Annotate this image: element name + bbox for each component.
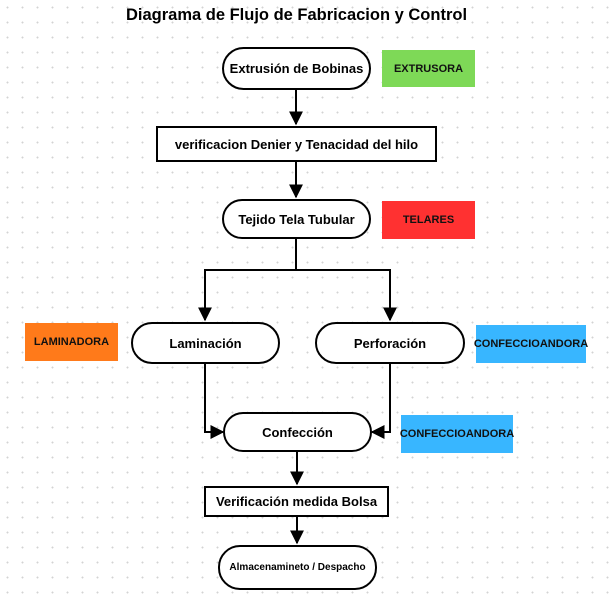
tag-confeccioandora-perforacion-label: CONFECCIOANDORA: [473, 338, 589, 350]
arrow-tejido-to-laminacion: [198, 239, 297, 322]
tag-telares: TELARES: [382, 201, 475, 239]
tag-laminadora-label: LAMINADORA: [33, 336, 110, 348]
arrow-tejido-to-perforacion: [296, 269, 397, 322]
node-verificacion-hilo: verificacion Denier y Tenacidad del hilo: [156, 126, 437, 162]
tag-confeccioandora-confeccion: CONFECCIOANDORA: [399, 415, 515, 453]
tag-extrusora: EXTRUSORA: [382, 50, 475, 87]
tag-laminadora: LAMINADORA: [25, 323, 118, 361]
node-almacenamiento-despacho-label: Almacenamineto / Despacho: [229, 562, 366, 573]
node-tejido-tela-tubular: Tejido Tela Tubular: [222, 199, 371, 239]
node-tejido-tela-tubular-label: Tejido Tela Tubular: [238, 211, 355, 227]
tag-extrusora-label: EXTRUSORA: [393, 62, 464, 75]
node-laminacion: Laminación: [131, 322, 280, 364]
node-verificacion-bolsa: Verificación medida Bolsa: [204, 486, 389, 517]
node-verificacion-bolsa-label: Verificación medida Bolsa: [215, 494, 378, 509]
diagram-title: Diagrama de Flujo de Fabricacion y Contr…: [125, 6, 468, 24]
node-confeccion-label: Confección: [262, 424, 333, 440]
node-verificacion-hilo-label: verificacion Denier y Tenacidad del hilo: [174, 136, 419, 152]
tag-confeccioandora-confeccion-label: CONFECCIOANDORA: [399, 428, 515, 440]
arrow-laminacion-to-confeccion: [204, 364, 225, 439]
node-almacenamiento-despacho: Almacenamineto / Despacho: [218, 545, 377, 590]
node-perforacion-label: Perforación: [353, 335, 427, 351]
node-extrusion-bobinas: Extrusión de Bobinas: [222, 47, 371, 90]
node-laminacion-label: Laminación: [169, 335, 242, 351]
node-perforacion: Perforación: [315, 322, 465, 364]
tag-confeccioandora-perforacion: CONFECCIOANDORA: [473, 325, 589, 363]
arrow-perforacion-to-confeccion: [370, 364, 391, 439]
tag-telares-label: TELARES: [402, 214, 455, 226]
node-extrusion-bobinas-label: Extrusión de Bobinas: [229, 61, 364, 76]
node-confeccion: Confección: [223, 412, 372, 452]
